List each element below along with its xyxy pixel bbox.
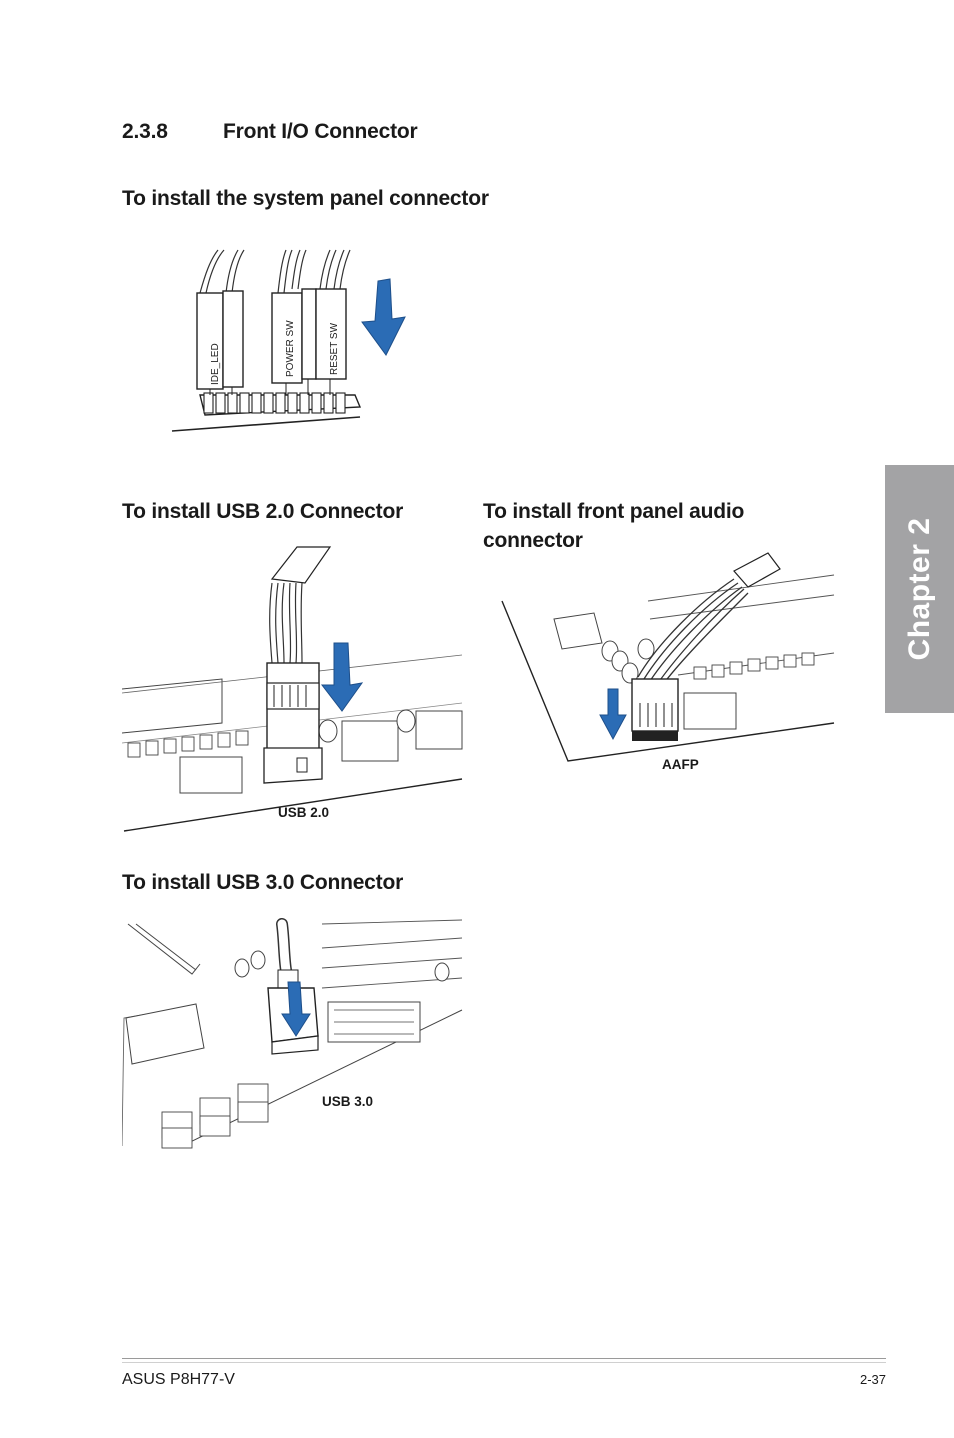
audio-heading-line2: connector bbox=[483, 529, 583, 552]
footer-rule bbox=[122, 1358, 886, 1363]
label-reset-sw: RESET SW bbox=[329, 322, 340, 375]
audio-figure: AAFP bbox=[498, 543, 838, 783]
footer-page-number: 2-37 bbox=[859, 1372, 886, 1387]
usb3-caption: USB 3.0 bbox=[322, 1094, 374, 1109]
audio-heading: To install front panel audio connector bbox=[483, 497, 744, 555]
section-number: 2.3.8 bbox=[122, 120, 168, 143]
audio-caption: AAFP bbox=[662, 757, 699, 772]
section-heading: 2.3.8 Front I/O Connector bbox=[122, 120, 418, 144]
usb2-heading: To install USB 2.0 Connector bbox=[122, 500, 404, 523]
audio-heading-line1: To install front panel audio bbox=[483, 500, 745, 523]
footer-product: ASUS P8H77-V bbox=[122, 1371, 235, 1388]
system-panel-figure: IDE_LED POWER SW RESET SW bbox=[170, 245, 420, 440]
usb3-heading: To install USB 3.0 Connector bbox=[122, 871, 404, 894]
usb2-caption: USB 2.0 bbox=[278, 805, 330, 820]
insert-arrow-icon bbox=[361, 278, 406, 356]
label-power-sw: POWER SW bbox=[285, 320, 296, 377]
system-panel-heading: To install the system panel connector bbox=[122, 187, 489, 210]
chapter-tab-label: Chapter 2 bbox=[902, 517, 936, 661]
usb3-figure: USB 3.0 bbox=[122, 918, 467, 1150]
insert-arrow-icon bbox=[281, 981, 311, 1037]
section-title: Front I/O Connector bbox=[223, 120, 418, 143]
insert-arrow-icon bbox=[320, 642, 364, 712]
usb2-figure: USB 2.0 bbox=[122, 543, 467, 835]
label-ide-led: IDE_LED bbox=[210, 343, 221, 385]
insert-arrow-icon bbox=[599, 688, 627, 741]
chapter-tab: Chapter 2 bbox=[885, 465, 954, 713]
